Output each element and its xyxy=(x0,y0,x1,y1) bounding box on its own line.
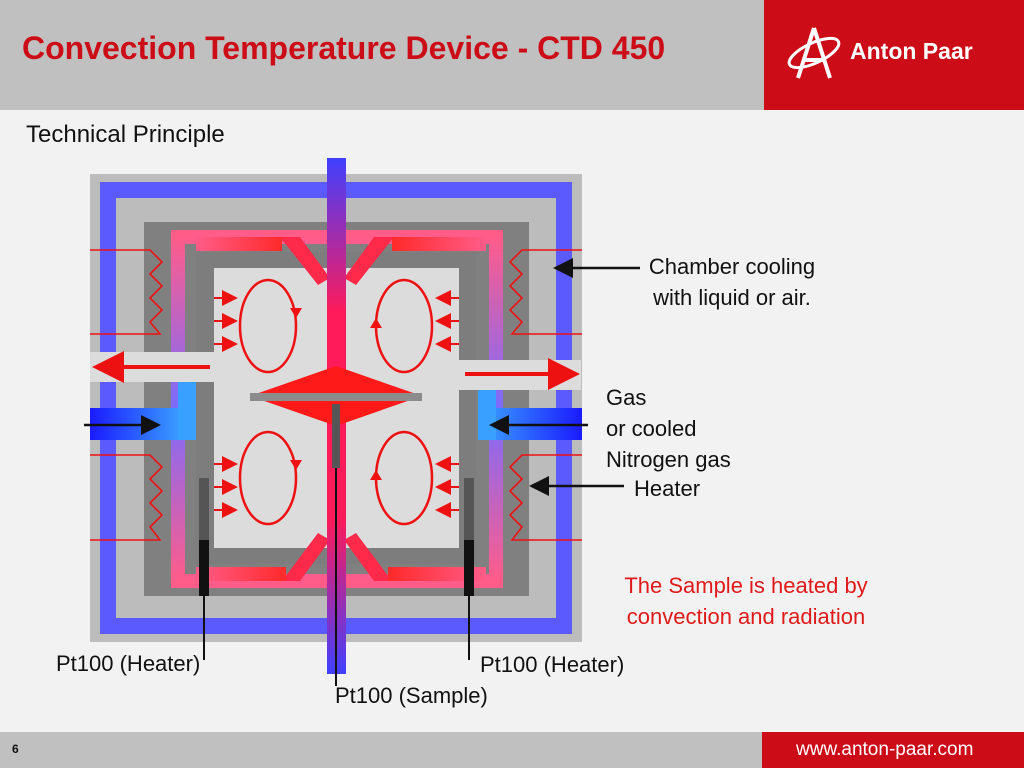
section-subtitle: Technical Principle xyxy=(26,121,225,148)
website-link[interactable]: www.anton-paar.com xyxy=(796,739,974,760)
pt100-heater-left-label: Pt100 (Heater) xyxy=(56,651,201,676)
gas-line-2: or cooled xyxy=(606,416,697,441)
convection-arrows xyxy=(290,308,382,480)
pointer-arrows xyxy=(84,258,640,496)
chamber-cooling-line-1: Chamber cooling xyxy=(648,254,816,279)
page-number: 6 xyxy=(12,742,19,756)
side-gas-ports xyxy=(90,351,582,440)
footer-bar: 6 xyxy=(0,732,762,768)
heater-label: Heater xyxy=(634,476,701,501)
pt100-sample-label: Pt100 (Sample) xyxy=(335,683,488,708)
heating-coils xyxy=(90,249,582,541)
gas-label: Gas or cooled Nitrogen gas xyxy=(606,382,731,475)
heater-segments xyxy=(196,237,486,581)
radiation-arrows xyxy=(214,290,459,518)
sample-heated-line-2: convection and radiation xyxy=(626,604,866,629)
page-title: Convection Temperature Device - CTD 450 xyxy=(22,30,666,66)
gas-line-1: Gas xyxy=(606,385,647,410)
pt100-heater-right-label: Pt100 (Heater) xyxy=(480,652,625,677)
chamber-cooling-label: Chamber cooling with liquid or air. xyxy=(632,251,832,313)
pt100-sensors xyxy=(199,478,474,660)
footer-url-area: www.anton-paar.com xyxy=(762,732,1024,768)
sample-heated-note: The Sample is heated by convection and r… xyxy=(596,570,896,632)
chamber-cooling-line-2: with liquid or air. xyxy=(653,285,811,310)
logo-area: Anton Paar xyxy=(764,0,1024,110)
anton-paar-logo-icon xyxy=(787,27,841,79)
header-bar: Convection Temperature Device - CTD 450 xyxy=(0,0,764,110)
sample-rod xyxy=(250,158,422,686)
logo-text: Anton Paar xyxy=(850,38,973,64)
sample-heated-line-1: The Sample is heated by xyxy=(624,573,868,598)
gas-line-3: Nitrogen gas xyxy=(606,447,731,472)
